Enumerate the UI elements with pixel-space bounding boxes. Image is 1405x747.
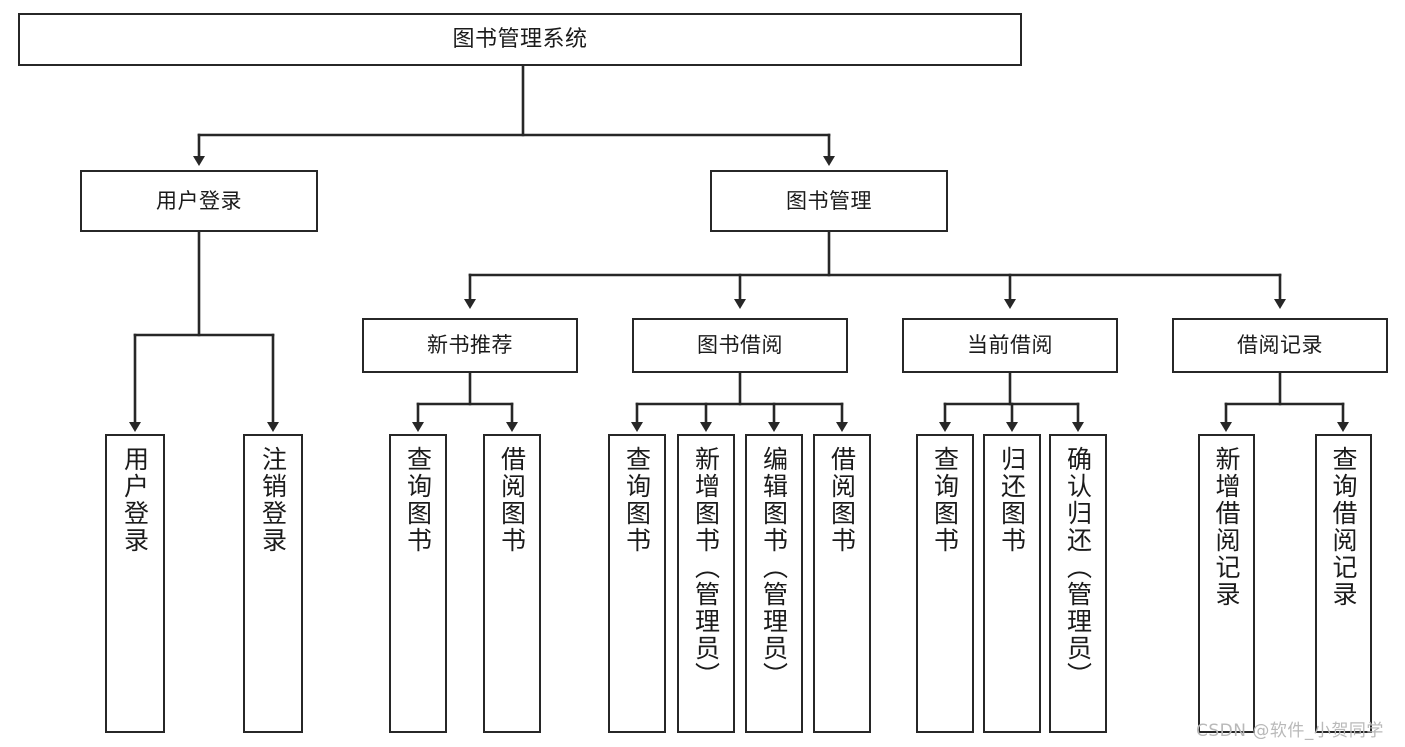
csdn-watermark: CSDN @软件_小贺同学: [1196, 721, 1384, 741]
node-label: 借阅图书: [827, 446, 857, 554]
leaf-user-login-login[interactable]: 用户登录: [105, 434, 165, 733]
node-label: 新增图书（管理员）: [691, 446, 721, 689]
node-label: 用户登录: [156, 188, 242, 213]
node-label: 用户登录: [120, 446, 150, 554]
node-label: 查询借阅记录: [1329, 446, 1358, 608]
leaf-current-borrow-query-book[interactable]: 查询图书: [916, 434, 974, 733]
leaf-borrow-record-query-record[interactable]: 查询借阅记录: [1315, 434, 1372, 733]
node-book-borrow[interactable]: 图书借阅: [632, 318, 848, 373]
node-label: 图书管理系统: [452, 26, 588, 52]
node-borrow-record[interactable]: 借阅记录: [1172, 318, 1388, 373]
node-label: 借阅图书: [497, 446, 527, 554]
node-book-management[interactable]: 图书管理: [710, 170, 948, 232]
leaf-book-borrow-edit-book[interactable]: 编辑图书（管理员）: [745, 434, 803, 733]
node-current-borrow[interactable]: 当前借阅: [902, 318, 1118, 373]
node-label: 新书推荐: [427, 333, 513, 358]
node-label: 当前借阅: [967, 333, 1053, 358]
node-label: 借阅记录: [1237, 333, 1323, 358]
node-label: 新增借阅记录: [1212, 446, 1241, 608]
leaf-borrow-record-add-record[interactable]: 新增借阅记录: [1198, 434, 1255, 733]
leaf-user-login-logout[interactable]: 注销登录: [243, 434, 303, 733]
node-label: 归还图书: [997, 446, 1027, 554]
node-label: 图书管理: [786, 188, 872, 213]
node-label: 图书借阅: [697, 333, 783, 358]
leaf-book-borrow-add-book[interactable]: 新增图书（管理员）: [677, 434, 735, 733]
node-label: 编辑图书（管理员）: [759, 446, 789, 689]
node-label: 查询图书: [622, 446, 652, 554]
leaf-current-borrow-confirm-return[interactable]: 确认归还（管理员）: [1049, 434, 1107, 733]
node-new-book-recommend[interactable]: 新书推荐: [362, 318, 578, 373]
leaf-book-borrow-query-book[interactable]: 查询图书: [608, 434, 666, 733]
node-label: 确认归还（管理员）: [1063, 446, 1093, 689]
node-label: 注销登录: [258, 446, 288, 554]
leaf-current-borrow-return-book[interactable]: 归还图书: [983, 434, 1041, 733]
node-label: 查询图书: [403, 446, 433, 554]
node-label: 查询图书: [930, 446, 960, 554]
leaf-new-book-borrow-book[interactable]: 借阅图书: [483, 434, 541, 733]
leaf-new-book-query-book[interactable]: 查询图书: [389, 434, 447, 733]
node-user-login[interactable]: 用户登录: [80, 170, 318, 232]
node-root-system[interactable]: 图书管理系统: [18, 13, 1022, 66]
leaf-book-borrow-borrow-book[interactable]: 借阅图书: [813, 434, 871, 733]
